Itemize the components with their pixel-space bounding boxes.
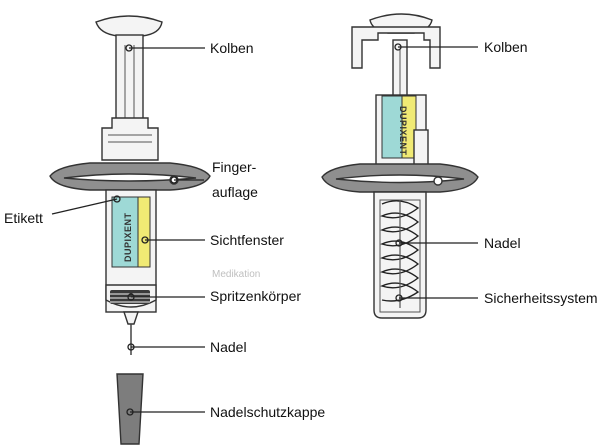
left-upper-body bbox=[101, 117, 159, 161]
label-window-ghost: Medikation bbox=[212, 269, 260, 280]
label-sichtfenster: Sichtfenster bbox=[210, 232, 284, 248]
left-window-strip bbox=[137, 196, 151, 268]
label-right-plunger: Kolben bbox=[484, 39, 528, 55]
label-spritzenkoerper: Spritzenkörper bbox=[210, 288, 301, 304]
left-plunger-rod bbox=[115, 34, 144, 131]
left-syringe: DUPIXENT bbox=[49, 15, 211, 445]
label-left-needle: Nadel bbox=[210, 339, 247, 355]
right-spring bbox=[380, 200, 420, 302]
right-syringe: DUPIXENT bbox=[321, 13, 479, 319]
label-etikett: Etikett bbox=[4, 210, 43, 226]
label-left-plunger: Kolben bbox=[210, 40, 254, 56]
right-brand-text: DUPIXENT bbox=[398, 106, 408, 156]
label-finger-flange-line1: Finger- bbox=[212, 159, 257, 175]
label-needle-cap: Nadelschutzkappe bbox=[210, 404, 325, 420]
leader-lines bbox=[51, 43, 478, 416]
label-finger-flange-line2: auflage bbox=[212, 184, 258, 200]
label-safety-system: Sicherheitssystem bbox=[484, 290, 598, 306]
label-right-needle: Nadel bbox=[484, 235, 521, 251]
right-window-strip bbox=[401, 95, 417, 159]
left-plunger-head bbox=[95, 15, 163, 37]
right-plunger-frame bbox=[351, 26, 441, 69]
left-brand-text: DUPIXENT bbox=[123, 212, 133, 262]
